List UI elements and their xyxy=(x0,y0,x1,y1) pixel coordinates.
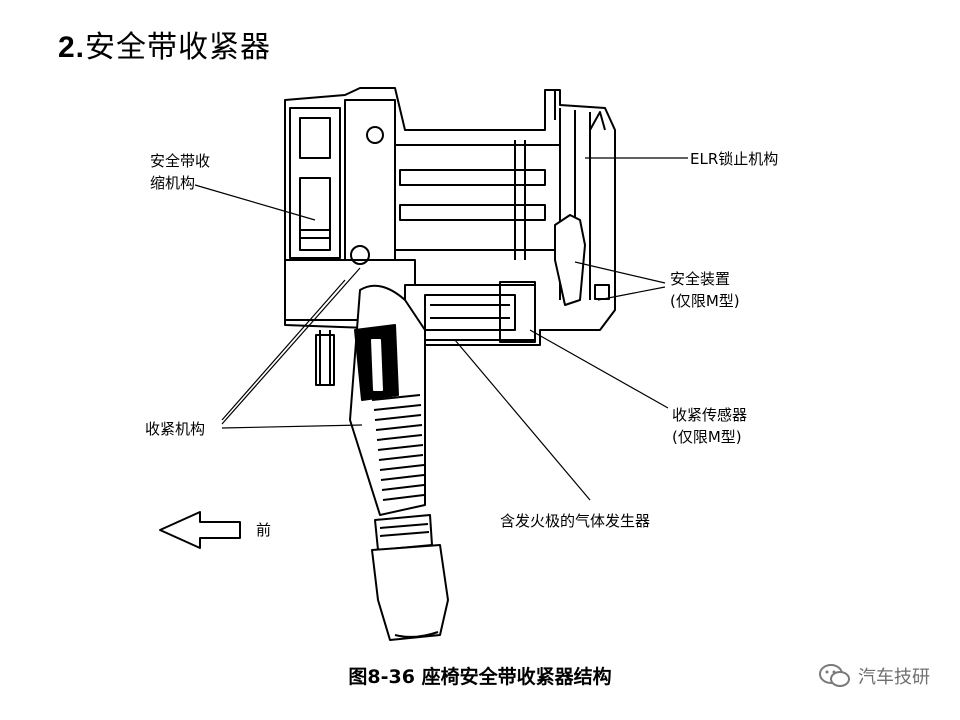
figure-caption: 图8-36 座椅安全带收紧器结构 xyxy=(348,666,612,688)
leader-lines xyxy=(194,157,688,501)
watermark-text: 汽车技研 xyxy=(858,667,930,688)
label-tensioner: 收紧机构 xyxy=(145,420,206,438)
front-arrow xyxy=(159,511,241,549)
label-gas-generator: 含发火极的气体发生器 xyxy=(500,512,651,530)
title-text: 安全带收紧器 xyxy=(85,30,272,65)
label-front: 前 xyxy=(256,521,272,539)
gas-cylinder xyxy=(371,514,449,641)
gas-generator-assembly xyxy=(404,281,536,343)
label-tension-sensor: 收紧传感器 (仅限M型) xyxy=(672,406,748,446)
watermark: 汽车技研 xyxy=(818,662,930,690)
label-elr: ELR锁止机构 xyxy=(690,150,779,168)
label-safety-device: 安全装置 (仅限M型) xyxy=(670,270,740,310)
slide-title: 2.安全带收紧器 xyxy=(58,22,271,66)
label-retractor: 安全带收 缩机构 xyxy=(150,152,211,192)
retractor-housing xyxy=(284,87,616,386)
wechat-icon xyxy=(819,664,850,687)
title-number: 2. xyxy=(58,31,86,64)
tensioner-tube xyxy=(349,284,426,516)
